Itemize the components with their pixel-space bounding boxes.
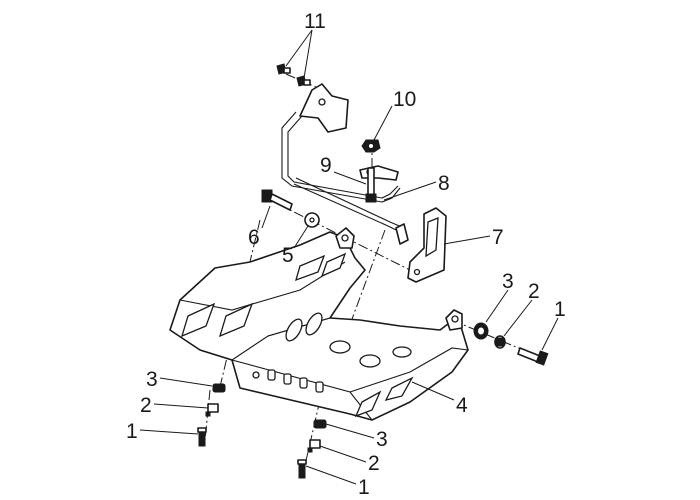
- callout-2-left: 2: [140, 394, 152, 417]
- callout-2-right: 2: [528, 280, 540, 303]
- bolt-9: [365, 167, 377, 203]
- callout-3-right: 3: [502, 270, 514, 293]
- leader-lines: [139, 29, 559, 485]
- callout-10: 10: [393, 88, 416, 111]
- mounting-bracket: [281, 83, 409, 245]
- callout-labels: 11 10 9 8 7 6 5 4 3 2 1 3 2 1 3 2 1: [126, 10, 566, 499]
- callout-3-bottom: 3: [376, 428, 388, 451]
- callout-7: 7: [492, 226, 504, 249]
- bolt-6: [261, 189, 293, 211]
- callout-3-left: 3: [146, 368, 158, 391]
- callout-11: 11: [304, 10, 326, 33]
- skid-plate: [169, 227, 469, 421]
- callout-8: 8: [438, 172, 450, 195]
- side-plate: [407, 207, 447, 283]
- callout-1-left: 1: [126, 420, 138, 443]
- callout-6: 6: [248, 226, 260, 249]
- callout-1-right: 1: [554, 298, 566, 321]
- nut-10: [361, 139, 381, 153]
- callout-5: 5: [282, 244, 294, 267]
- callout-4: 4: [456, 394, 468, 417]
- callout-9: 9: [320, 154, 332, 177]
- fastener-11: [276, 63, 311, 87]
- fastener-set-right: [473, 322, 549, 366]
- fastener-set-left: [197, 383, 226, 447]
- callout-1-bottom: 1: [358, 476, 370, 499]
- fastener-set-bottom: [297, 419, 327, 479]
- callout-2-bottom: 2: [368, 452, 380, 475]
- washer-5: [304, 212, 320, 228]
